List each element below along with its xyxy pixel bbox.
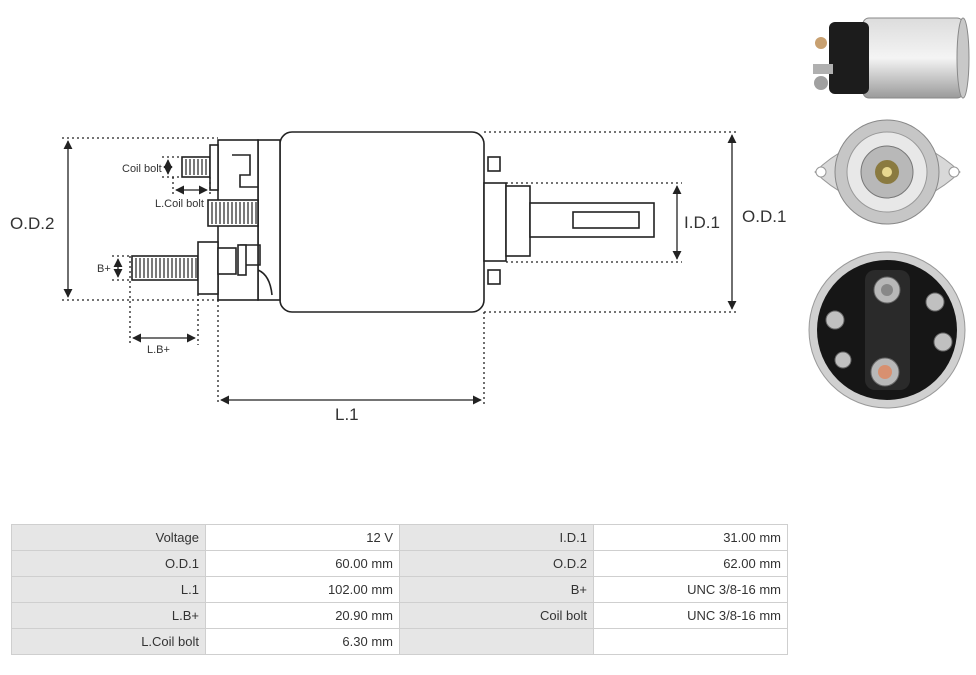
b-plus-stud <box>131 255 199 281</box>
solenoid-body <box>279 131 485 313</box>
spec-label: L.Coil bolt <box>11 628 206 655</box>
solenoid-terminal-photo <box>808 251 966 409</box>
spec-label: L.B+ <box>11 602 206 629</box>
coil-bolt-label: Coil bolt <box>122 163 162 175</box>
spec-label: Voltage <box>11 524 206 551</box>
solenoid-front-photo <box>814 119 961 225</box>
od2-label: O.D.2 <box>10 214 54 233</box>
id1-label: I.D.1 <box>684 213 720 232</box>
spec-value: 12 V <box>205 524 400 551</box>
spec-value: UNC 3/8-16 mm <box>593 602 788 629</box>
spec-value: 60.00 mm <box>205 550 400 577</box>
spec-value: 6.30 mm <box>205 628 400 655</box>
spec-label <box>399 628 594 655</box>
spec-label: O.D.1 <box>11 550 206 577</box>
spec-label: Coil bolt <box>399 602 594 629</box>
spec-label: B+ <box>399 576 594 603</box>
spec-label: L.1 <box>11 576 206 603</box>
spec-value <box>593 628 788 655</box>
solenoid-dimension-diagram: O.D.2 O.D.1 I.D.1 L.1 Coil bolt L.Coil b… <box>10 131 786 424</box>
od1-label: O.D.1 <box>742 207 786 226</box>
spec-value: 62.00 mm <box>593 550 788 577</box>
l1-label: L.1 <box>335 405 359 424</box>
lb-plus-label: L.B+ <box>147 344 170 356</box>
l-coil-bolt-label: L.Coil bolt <box>155 198 204 210</box>
end-cap <box>257 139 281 301</box>
spec-value: UNC 3/8-16 mm <box>593 576 788 603</box>
solenoid-side-photo <box>813 17 970 99</box>
spec-label: I.D.1 <box>399 524 594 551</box>
spec-value: 102.00 mm <box>205 576 400 603</box>
spec-value: 20.90 mm <box>205 602 400 629</box>
b-plus-label: B+ <box>97 263 111 275</box>
spec-label: O.D.2 <box>399 550 594 577</box>
spec-value: 31.00 mm <box>593 524 788 551</box>
